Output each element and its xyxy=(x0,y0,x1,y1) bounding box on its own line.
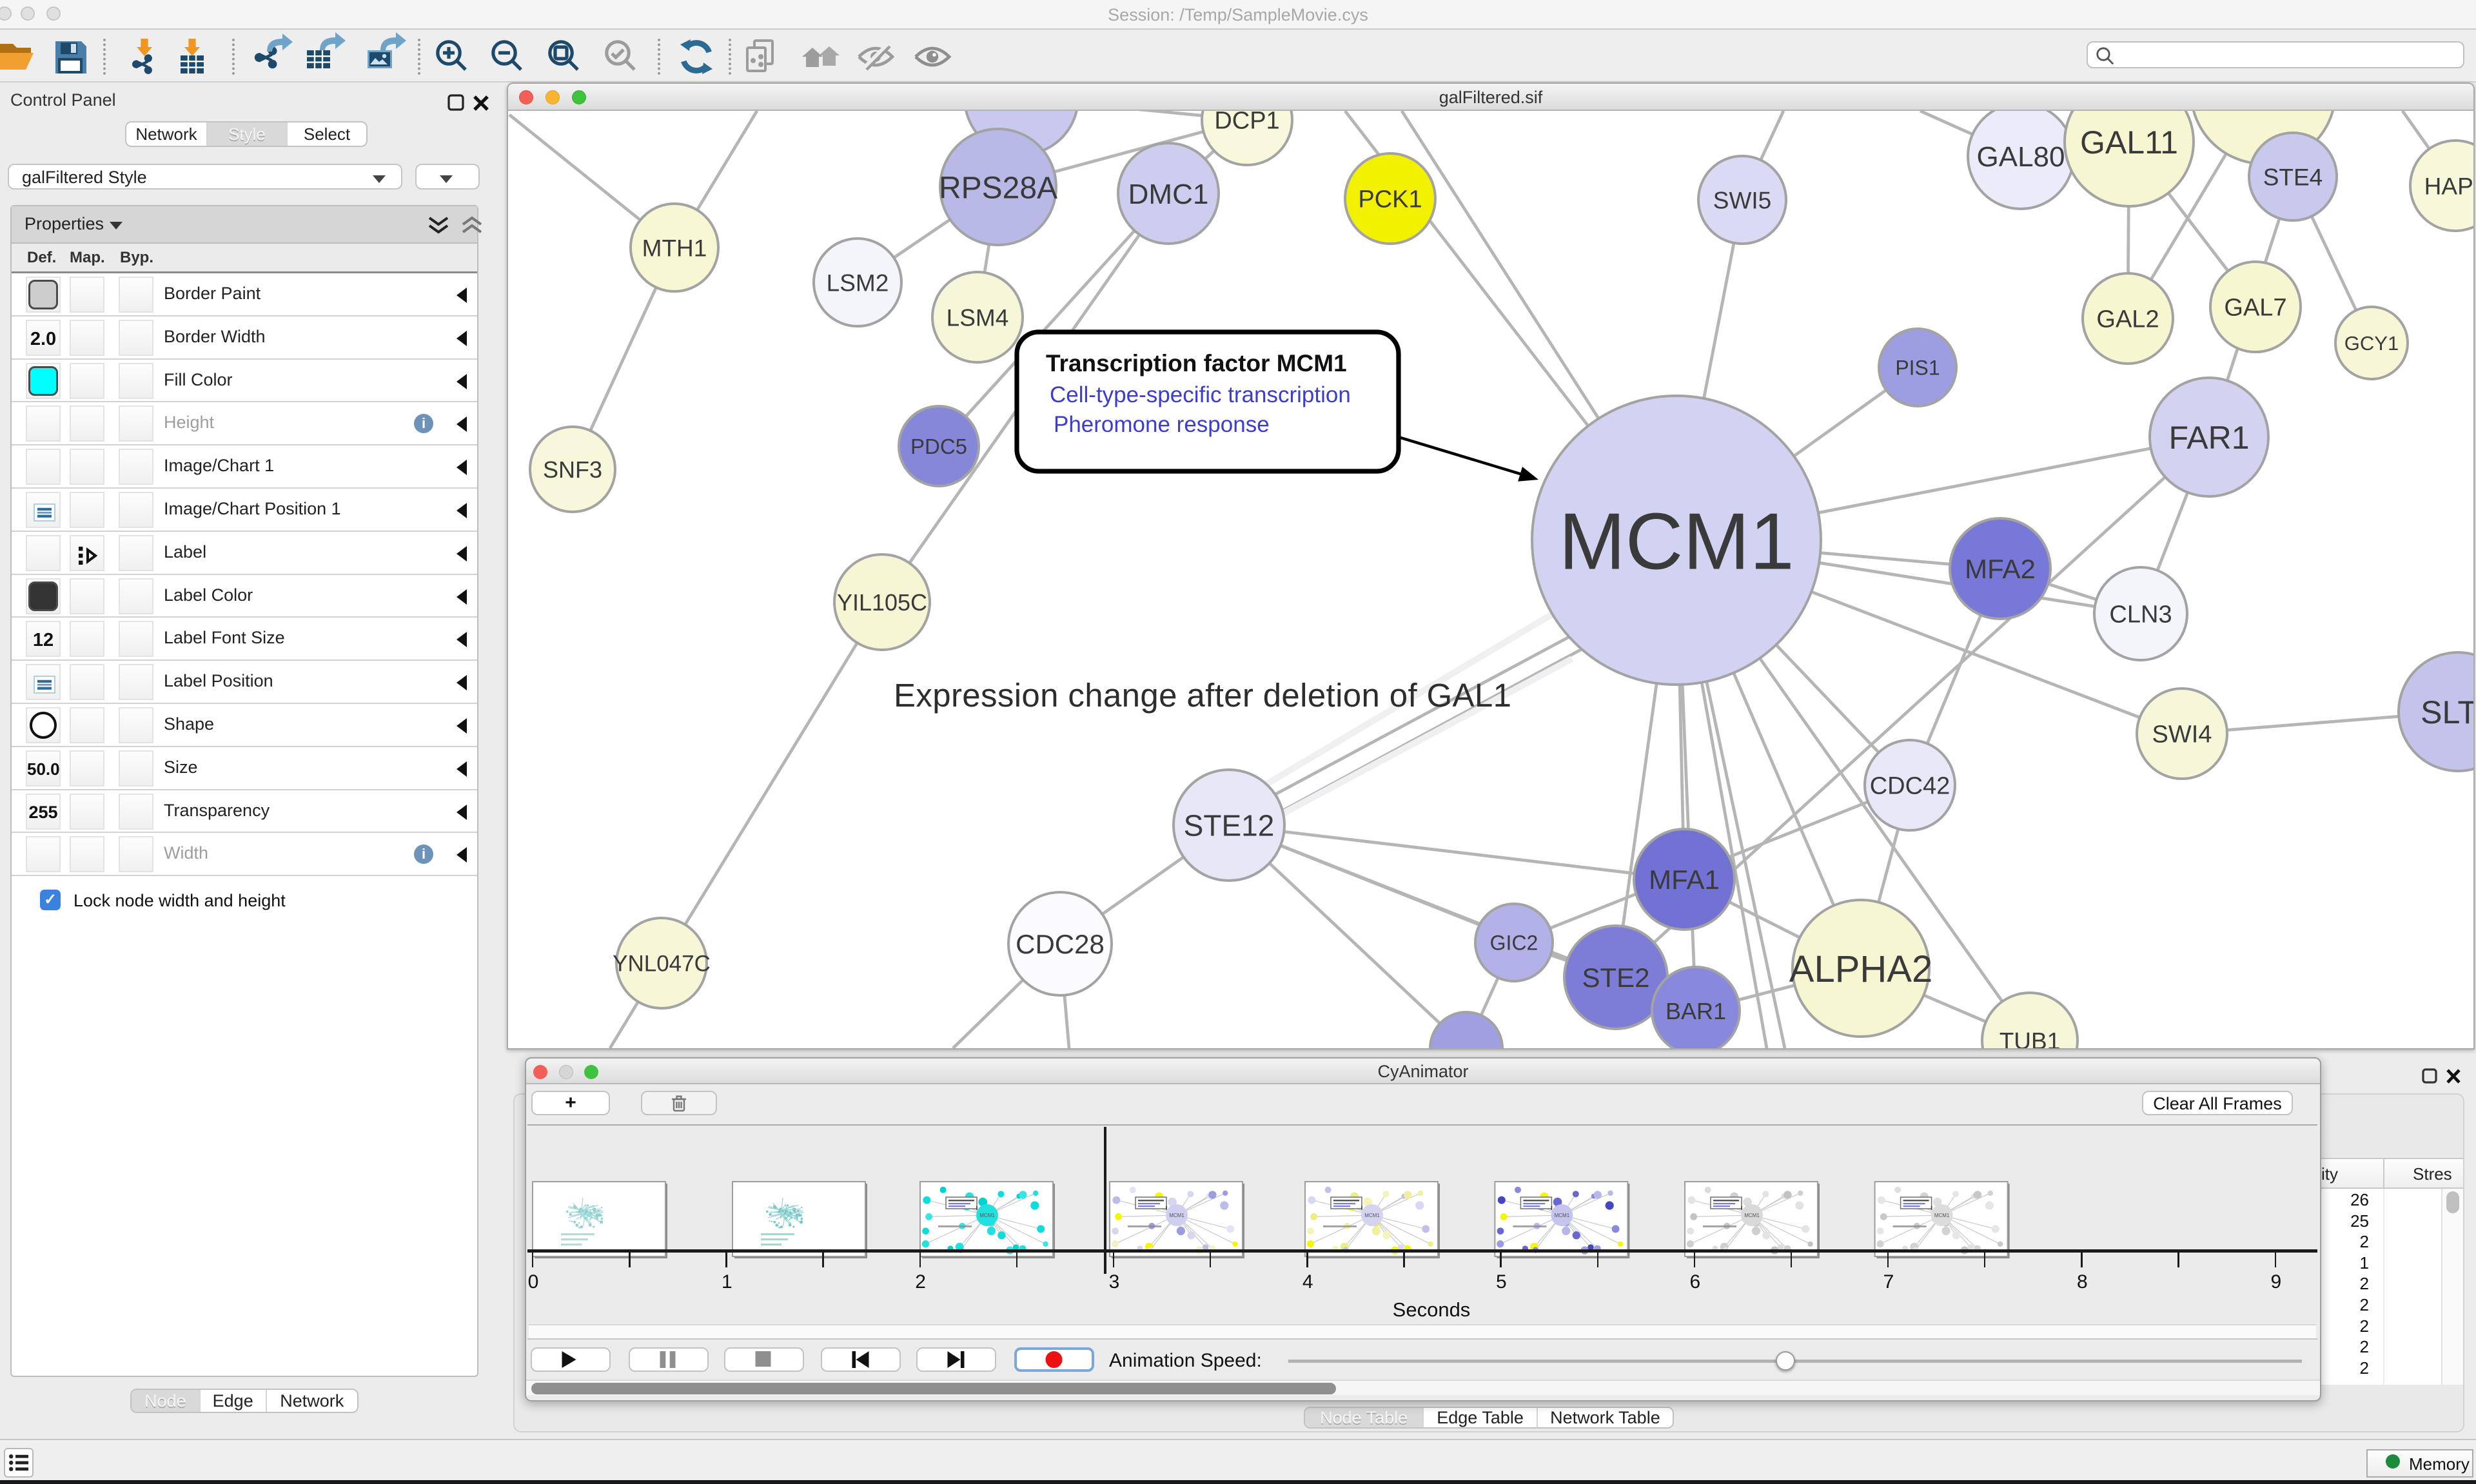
svg-text:DMC1: DMC1 xyxy=(1128,179,1209,210)
svg-text:MCM1: MCM1 xyxy=(1558,498,1794,587)
svg-text:DCP1: DCP1 xyxy=(1214,111,1279,135)
svg-text:STE4: STE4 xyxy=(2263,164,2323,190)
svg-text:MCM1: MCM1 xyxy=(1934,1213,1950,1218)
svg-text:PCK1: PCK1 xyxy=(1358,186,1422,213)
svg-text:LSM2: LSM2 xyxy=(827,269,889,296)
svg-text:MTH1: MTH1 xyxy=(642,235,707,261)
svg-text:MCM1: MCM1 xyxy=(979,1213,995,1218)
svg-text:PDC5: PDC5 xyxy=(910,434,967,458)
svg-text:MFA1: MFA1 xyxy=(1649,864,1720,895)
svg-text:YIL105C: YIL105C xyxy=(837,589,927,616)
svg-text:GAL11: GAL11 xyxy=(2080,124,2178,161)
svg-text:Transcription factor MCM1: Transcription factor MCM1 xyxy=(1046,350,1347,376)
svg-text:SNF3: SNF3 xyxy=(543,456,602,483)
svg-text:Expression change after deleti: Expression change after deletion of GAL1 xyxy=(894,677,1511,714)
svg-text:GCY1: GCY1 xyxy=(2344,332,2399,355)
svg-text:CLN3: CLN3 xyxy=(2109,601,2172,629)
svg-text:GAL7: GAL7 xyxy=(2224,295,2286,322)
svg-text:BAR1: BAR1 xyxy=(1665,998,1726,1024)
svg-text:RPS28B: RPS28B xyxy=(962,111,1081,116)
svg-text:GIC2: GIC2 xyxy=(1490,932,1538,955)
svg-text:FAR1: FAR1 xyxy=(2168,420,2249,456)
svg-text:STE12: STE12 xyxy=(1184,809,1275,843)
svg-text:GAL2: GAL2 xyxy=(2096,306,2159,333)
svg-text:STE2: STE2 xyxy=(1582,962,1649,993)
svg-text:MCM1: MCM1 xyxy=(1169,1213,1184,1218)
svg-text:HAP2: HAP2 xyxy=(2424,173,2473,199)
svg-text:ALPHA2: ALPHA2 xyxy=(1789,948,1932,990)
svg-text:MCM1: MCM1 xyxy=(1364,1213,1380,1218)
svg-text:MFA2: MFA2 xyxy=(1965,554,2036,584)
svg-text:CDC28: CDC28 xyxy=(1016,929,1105,959)
svg-text:MCM1: MCM1 xyxy=(1744,1213,1760,1218)
svg-text:PIS1: PIS1 xyxy=(1895,356,1940,380)
svg-text:GAL80: GAL80 xyxy=(1977,141,2065,173)
svg-text:MCM1: MCM1 xyxy=(1555,1213,1570,1218)
svg-text:SLT2: SLT2 xyxy=(2421,694,2473,730)
svg-text:SWI5: SWI5 xyxy=(1713,187,1771,213)
svg-text:CDC42: CDC42 xyxy=(1870,773,1950,800)
svg-text:SWI4: SWI4 xyxy=(2152,721,2212,748)
svg-text:Cell-type-specific transcripti: Cell-type-specific transcription xyxy=(1050,382,1351,407)
svg-text:YNL047C: YNL047C xyxy=(613,952,711,977)
svg-text:TUB1: TUB1 xyxy=(1999,1028,2061,1048)
svg-text:Pheromone response: Pheromone response xyxy=(1054,412,1270,437)
svg-text:LSM4: LSM4 xyxy=(947,304,1009,331)
svg-text:RPS28A: RPS28A xyxy=(939,171,1057,205)
